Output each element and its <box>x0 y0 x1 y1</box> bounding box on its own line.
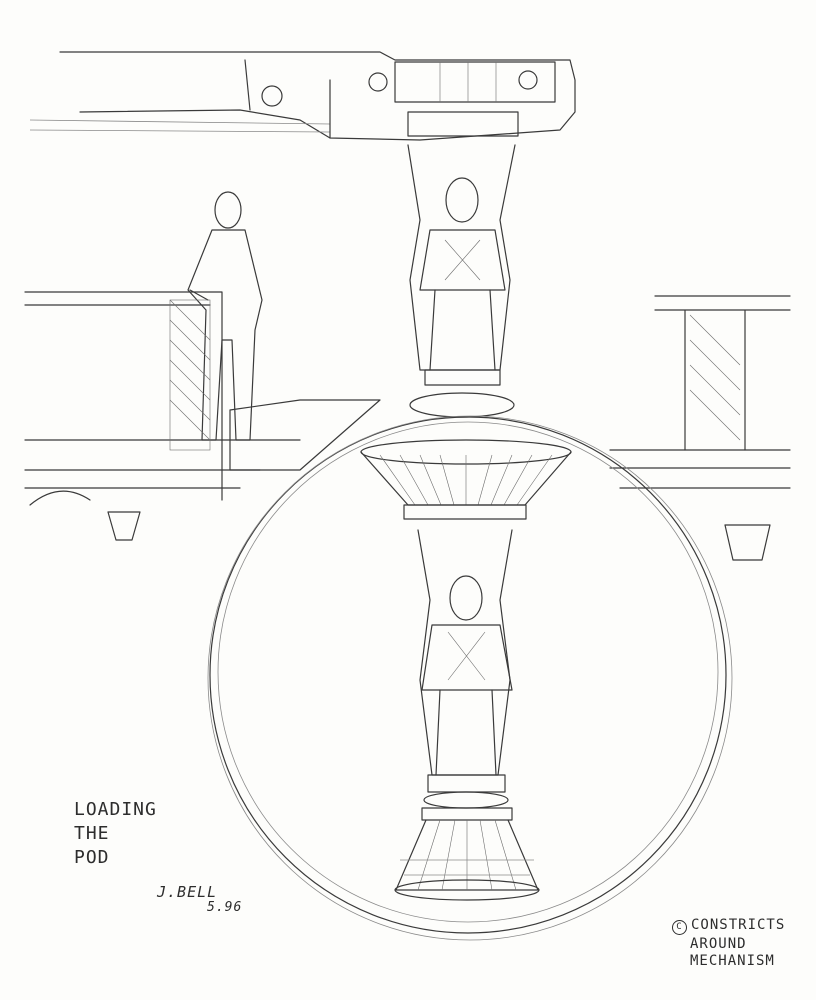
note-marker-icon: C <box>672 920 687 935</box>
upper-funnel <box>360 439 572 520</box>
note-line: CONSTRICTS <box>691 917 786 933</box>
note-line: MECHANISM <box>690 953 775 970</box>
title-line: THE <box>74 822 110 844</box>
upper-seat-assembly <box>407 144 516 418</box>
right-platform <box>609 295 791 561</box>
drawing-title: LOADING THE POD <box>74 800 157 871</box>
standing-figure <box>187 191 263 441</box>
note-line: AROUND <box>690 936 747 952</box>
title-line: POD <box>74 846 110 868</box>
left-platform <box>24 291 381 541</box>
lower-funnel <box>394 807 540 901</box>
signature-name: J.BELL <box>157 883 218 901</box>
signature-date: 5.96 <box>207 899 243 915</box>
artist-signature: J.BELL 5.96 <box>157 884 242 915</box>
overhead-gantry <box>29 51 576 141</box>
title-line: LOADING <box>74 799 157 820</box>
pod-sphere <box>207 415 733 941</box>
lower-seat-assembly <box>417 529 513 809</box>
annotation-note: C CONSTRICTS AROUND MECHANISM <box>672 917 786 972</box>
